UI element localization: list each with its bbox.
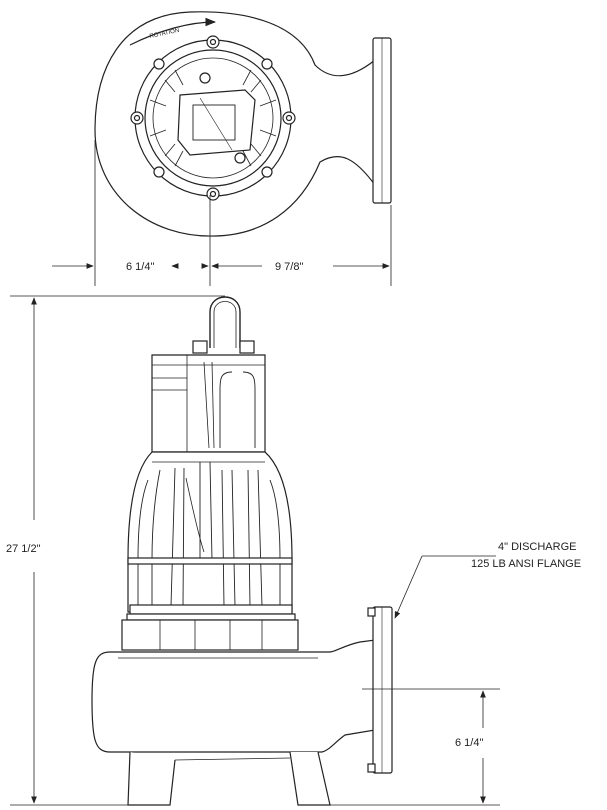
dim-top-left-label: 6 1/4" bbox=[126, 261, 154, 273]
hub-ribs bbox=[149, 69, 277, 167]
discharge-callout-line1: 4" DISCHARGE bbox=[498, 541, 576, 553]
elevation-view bbox=[91, 296, 393, 806]
volute-casing-elevation bbox=[91, 639, 376, 753]
dim-top-right-label: 9 7/8" bbox=[275, 261, 303, 273]
lifting-bail bbox=[209, 296, 241, 348]
dim-overall-height-label: 27 1/2" bbox=[6, 543, 41, 555]
junction-box-plan bbox=[177, 89, 256, 156]
intermediate-housing bbox=[121, 619, 299, 651]
motor-cooling-ribs bbox=[137, 461, 281, 607]
elevation-discharge-flange bbox=[372, 606, 393, 774]
rotation-label: ROTATION bbox=[149, 28, 180, 40]
top-plan-view bbox=[94, 11, 392, 237]
discharge-callout-line2: 125 LB ANSI FLANGE bbox=[471, 558, 581, 570]
flange-bolt-holes bbox=[130, 35, 296, 201]
discharge-callout-leader bbox=[394, 555, 496, 619]
rotation-arrow bbox=[129, 17, 217, 46]
volute-casing-outline bbox=[94, 11, 376, 237]
pump-stand-legs bbox=[127, 751, 331, 806]
dim-discharge-height-label: 6 1/4" bbox=[455, 737, 483, 749]
